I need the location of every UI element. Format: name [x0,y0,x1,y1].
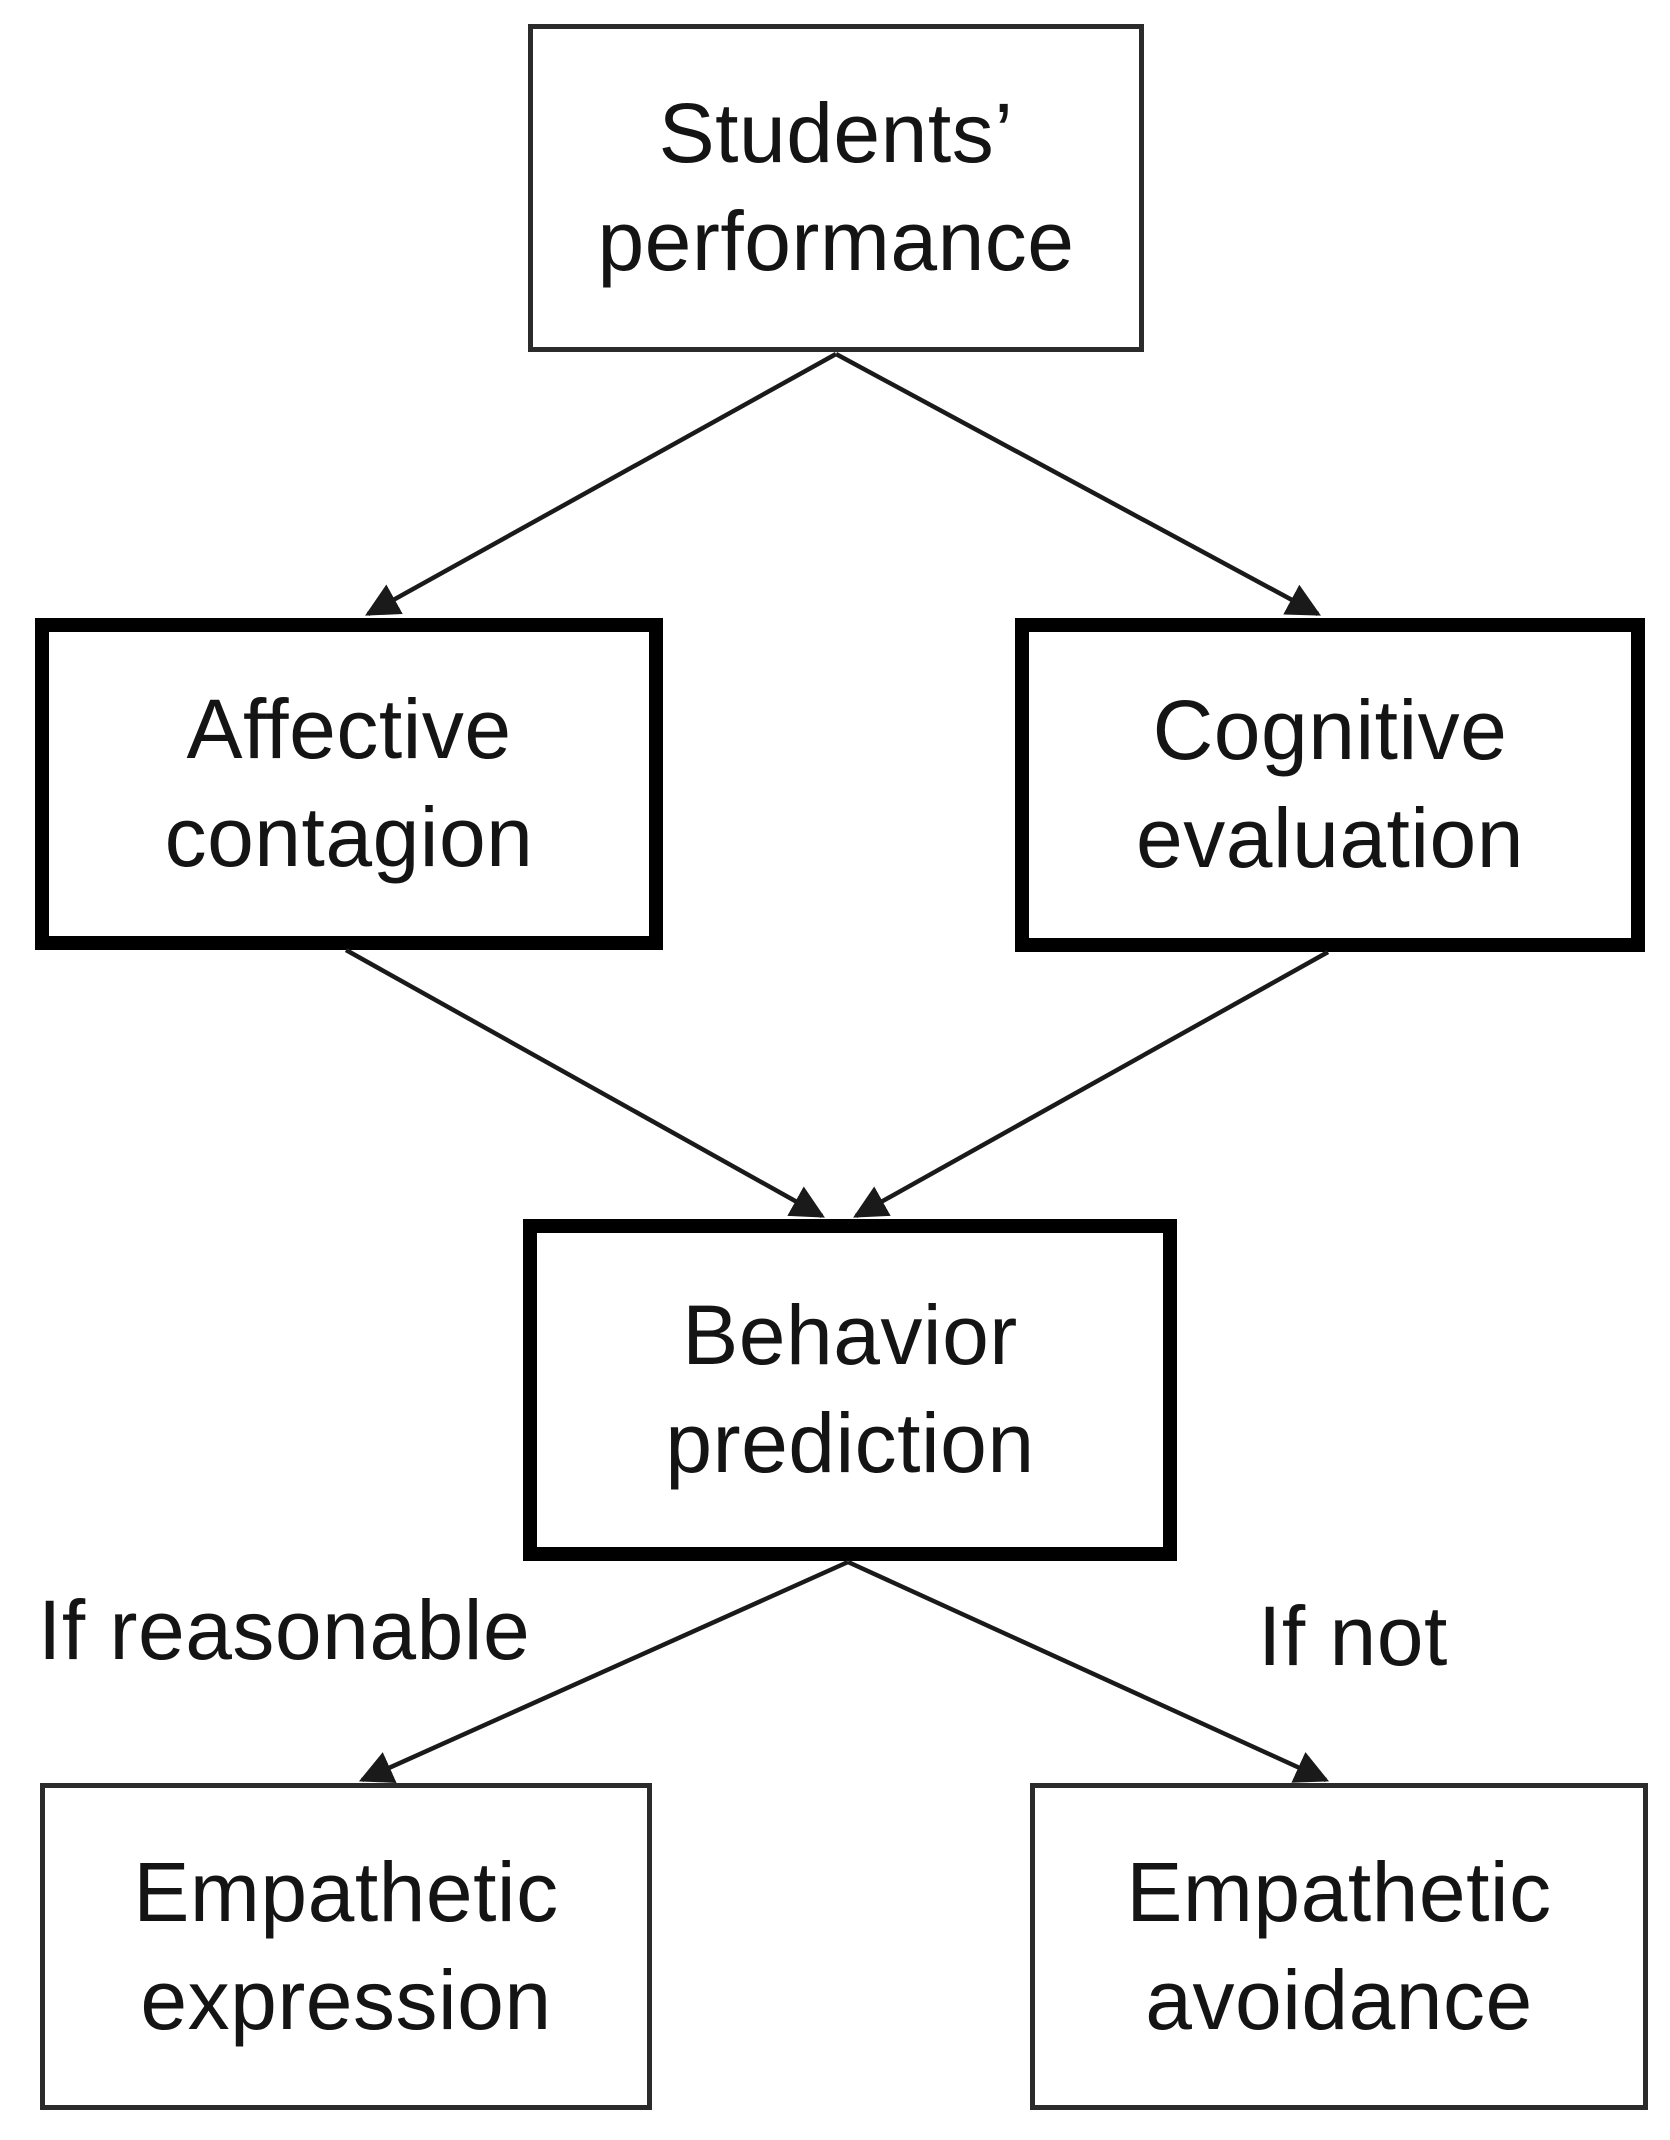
node-label-line: prediction [665,1396,1035,1490]
edge-label-if-reasonable: If reasonable [38,1583,531,1677]
edge-label-if-not: If not [1258,1589,1448,1683]
node-label-line: performance [597,194,1075,288]
node-label-line: evaluation [1136,791,1524,885]
arrow-students-to-cognitive [834,352,1321,616]
node-cognitive-evaluation: Cognitive evaluation [1015,618,1645,952]
node-label-line: Affective [186,682,512,777]
node-students-performance: Students’ performance [528,24,1144,352]
arrow-affective-to-behavior [344,948,825,1218]
node-behavior-prediction: Behavior prediction [523,1219,1177,1561]
node-affective-contagion: Affective contagion [35,618,663,950]
node-empathetic-expression: Empathetic expression [40,1783,652,2110]
node-label-line: avoidance [1145,1952,1533,2047]
node-label-line: Empathetic [1126,1844,1552,1939]
arrow-cognitive-to-behavior [853,950,1330,1218]
node-label-line: Empathetic [133,1844,559,1939]
node-label-line: expression [140,1952,552,2047]
node-label-line: Cognitive [1152,683,1508,778]
arrow-behavior-to-avoidance [847,1559,1330,1783]
node-label-line: Students’ [658,86,1014,181]
node-label-line: Behavior [682,1288,1018,1383]
arrow-students-to-affective [365,352,838,616]
node-empathetic-avoidance: Empathetic avoidance [1030,1783,1648,2110]
node-label-line: contagion [164,790,534,884]
